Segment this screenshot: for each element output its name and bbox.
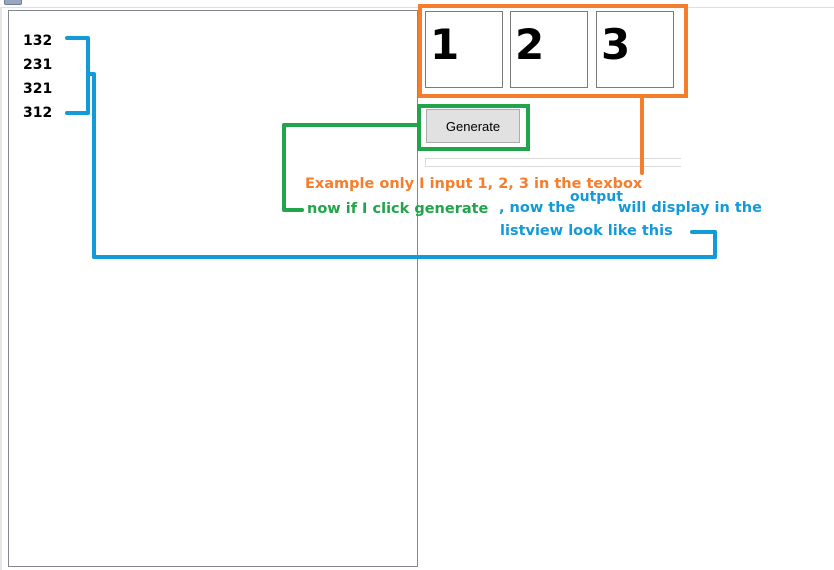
listview-items: 132 231 321 312 xyxy=(23,31,52,127)
list-item[interactable]: 231 xyxy=(23,57,53,73)
generate-button-label: Generate xyxy=(445,118,501,134)
annotation-blue-text-2: listview look like this xyxy=(500,223,673,239)
digit-textbox-3[interactable]: 3 xyxy=(596,11,674,88)
listview[interactable]: 132 231 321 312 xyxy=(8,10,418,567)
annotation-blue-text-1b: will display in the xyxy=(618,200,762,216)
list-item[interactable]: 321 xyxy=(23,81,53,97)
annotation-orange-text: Example only I input 1, 2, 3 in the texb… xyxy=(305,176,643,192)
progress-bar xyxy=(425,158,681,167)
app-icon xyxy=(4,0,22,5)
digit-textbox-2[interactable]: 2 xyxy=(510,11,588,88)
list-item[interactable]: 312 xyxy=(23,105,53,121)
generate-button[interactable]: Generate xyxy=(426,109,520,143)
annotation-blue-superscript: output xyxy=(570,189,623,205)
annotation-green-text: now if I click generate xyxy=(307,201,489,217)
list-item[interactable]: 132 xyxy=(23,33,53,49)
annotation-blue-text-1a: , now the xyxy=(499,200,576,216)
window-frame xyxy=(0,7,834,570)
digit-textbox-1[interactable]: 1 xyxy=(425,11,503,88)
